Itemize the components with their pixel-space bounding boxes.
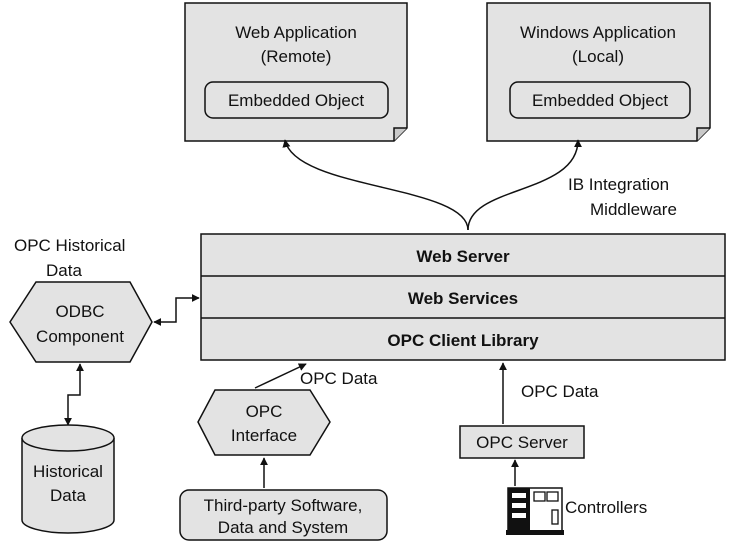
third-party-label-2: Data and System bbox=[218, 518, 348, 537]
controllers-label: Controllers bbox=[565, 498, 647, 517]
opc-client-library-layer: OPC Client Library bbox=[387, 331, 539, 350]
web-server-layer: Web Server bbox=[416, 247, 510, 266]
opc-data-left-label: OPC Data bbox=[300, 369, 378, 388]
windows-application-box: Windows Application (Local) Embedded Obj… bbox=[486, 2, 711, 142]
server-stack: Web Server Web Services OPC Client Libra… bbox=[200, 233, 726, 361]
middleware-label-2: Middleware bbox=[590, 200, 677, 219]
arrow-interface-to-client bbox=[254, 363, 307, 389]
win-embedded-object bbox=[509, 81, 691, 119]
opc-server-box: OPC Server bbox=[459, 425, 585, 459]
web-application-box: Web Application (Remote) Embedded Object bbox=[184, 2, 408, 142]
opc-interface-label-1: OPC bbox=[246, 402, 283, 421]
opc-interface-label-2: Interface bbox=[231, 426, 297, 445]
controller-icon bbox=[506, 487, 564, 535]
web-app-title: Web Application bbox=[235, 23, 357, 42]
third-party-box: Third-party Software, Data and System bbox=[179, 489, 388, 541]
arrow-to-win-app bbox=[467, 139, 582, 231]
opc-interface: OPC Interface bbox=[197, 389, 331, 456]
odbc-historical-link bbox=[64, 363, 84, 426]
historical-label-2: Data bbox=[46, 261, 82, 280]
historical-db-label-2: Data bbox=[50, 486, 86, 505]
web-app-subtitle: (Remote) bbox=[261, 47, 332, 66]
third-party-label-1: Third-party Software, bbox=[204, 496, 363, 515]
historical-db-label-1: Historical bbox=[33, 462, 103, 481]
win-embedded-label: Embedded Object bbox=[532, 91, 668, 110]
odbc-label-1: ODBC bbox=[55, 302, 104, 321]
opc-data-right-label: OPC Data bbox=[521, 382, 599, 401]
odbc-web-services-link bbox=[153, 294, 200, 326]
middleware-label-1: IB Integration bbox=[568, 175, 669, 194]
web-services-layer: Web Services bbox=[408, 289, 518, 308]
opc-server-label: OPC Server bbox=[476, 433, 568, 452]
win-app-subtitle: (Local) bbox=[572, 47, 624, 66]
web-embedded-label: Embedded Object bbox=[228, 91, 364, 110]
odbc-component: ODBC Component bbox=[9, 281, 153, 363]
web-embedded-object bbox=[204, 81, 389, 119]
historical-label-1: OPC Historical bbox=[14, 236, 125, 255]
odbc-label-2: Component bbox=[36, 327, 124, 346]
win-app-title: Windows Application bbox=[520, 23, 676, 42]
historical-data-db: Historical Data bbox=[21, 424, 115, 534]
arrow-to-web-app bbox=[282, 139, 469, 231]
